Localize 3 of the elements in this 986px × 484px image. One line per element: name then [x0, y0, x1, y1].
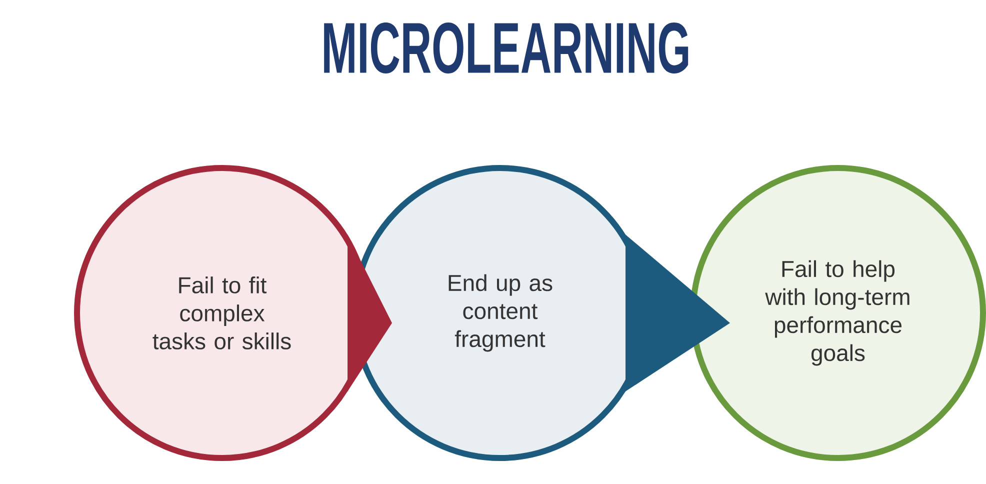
arrow: [626, 234, 730, 392]
arrow: [348, 234, 392, 392]
title: MICROLEARNING: [324, 22, 688, 74]
